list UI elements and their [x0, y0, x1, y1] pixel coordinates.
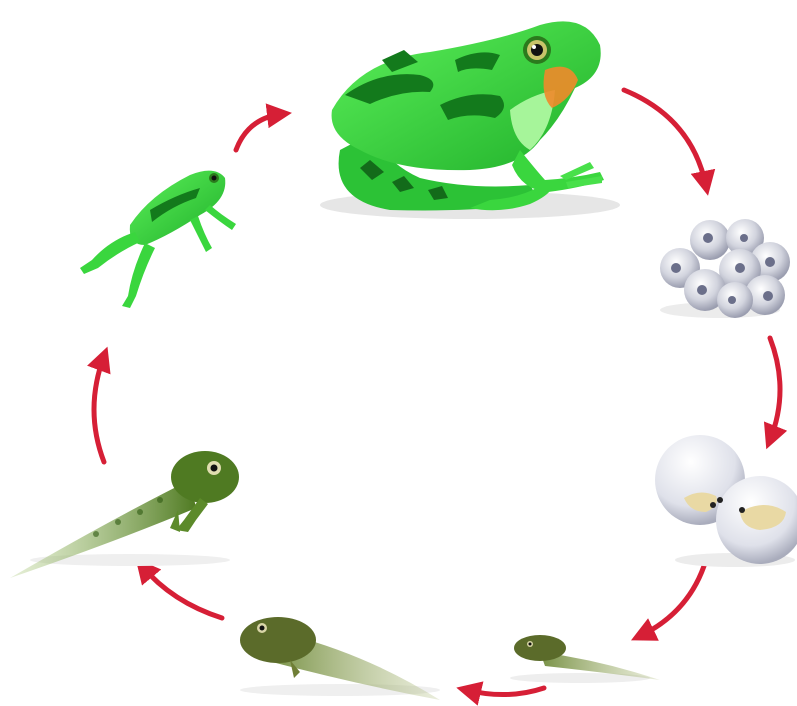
froglet-icon — [80, 171, 236, 308]
arrow-tadpole-to-legged — [142, 566, 222, 618]
arrow-hatchling-to-tadpole — [466, 688, 544, 695]
frog-spawn-icon — [660, 219, 790, 318]
hatchling-tadpole-icon — [510, 635, 660, 683]
tadpole-icon — [240, 617, 440, 700]
tadpole-with-legs-icon — [10, 451, 239, 578]
arrow-eggs-to-hatchling — [640, 560, 706, 636]
arrow-froglet-to-adult — [236, 114, 282, 150]
adult-frog-icon — [320, 21, 620, 219]
developing-eggs-icon — [655, 435, 797, 567]
arrow-adult-to-spawn — [624, 90, 706, 186]
arrow-legged-to-froglet — [94, 356, 104, 462]
arrow-spawn-to-eggs — [770, 338, 780, 440]
